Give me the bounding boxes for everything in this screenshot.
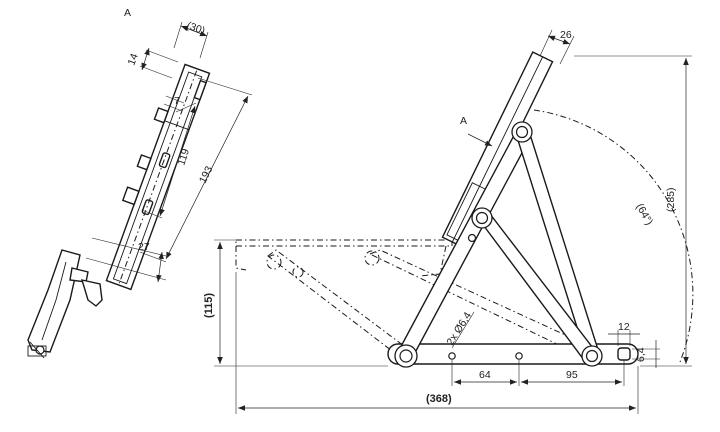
dim-6-4: 6,4 bbox=[635, 347, 647, 362]
side-view: A (30) bbox=[27, 7, 253, 359]
slot bbox=[617, 347, 631, 361]
mount-hole-1 bbox=[448, 352, 456, 360]
dim-12: 12 bbox=[618, 321, 630, 333]
side-view-plate bbox=[105, 63, 211, 291]
dim-7: 7 bbox=[174, 95, 180, 107]
side-view-hook bbox=[27, 249, 103, 359]
strut-arm bbox=[515, 127, 601, 363]
dim-115: (115) bbox=[203, 293, 215, 318]
dim-193: 193 bbox=[197, 164, 216, 185]
view-arrow bbox=[467, 133, 493, 147]
dim-27: 27 bbox=[138, 241, 150, 253]
closed-sash-outline bbox=[235, 239, 453, 247]
hole-label: 2x Ø6,4 bbox=[444, 310, 474, 348]
mount-hole-2 bbox=[515, 352, 523, 360]
closed-arm-1 bbox=[267, 249, 405, 355]
dim-30: (30) bbox=[185, 20, 207, 38]
dim-64deg: (64°) bbox=[633, 202, 655, 228]
view-label: A bbox=[124, 7, 131, 19]
dim-368: (368) bbox=[426, 393, 452, 405]
angle-arc bbox=[533, 109, 694, 363]
dim-285: (285) bbox=[665, 187, 677, 212]
dim-64: 64 bbox=[479, 369, 491, 381]
sash-arm bbox=[441, 51, 554, 248]
dim-26: 26 bbox=[560, 29, 572, 41]
dim-95: 95 bbox=[566, 369, 578, 381]
dim-14: 14 bbox=[126, 52, 141, 67]
main-view: A 26 (285) (64°) (115) 2x Ø6,4 12 6,4 bbox=[203, 29, 694, 414]
view-arrow-label: A bbox=[460, 115, 467, 127]
